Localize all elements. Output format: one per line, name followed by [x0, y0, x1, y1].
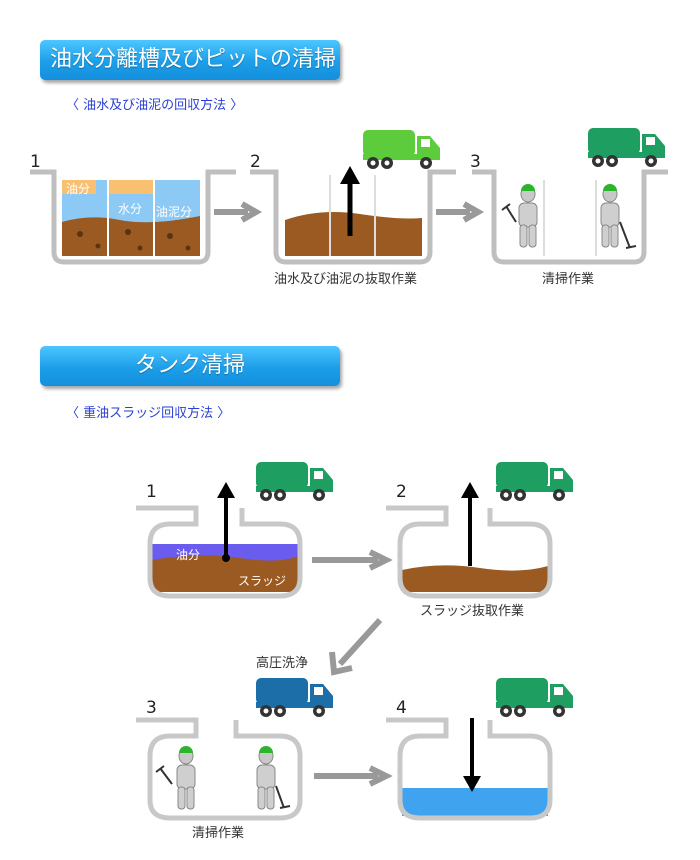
pit-3 — [472, 128, 668, 265]
oil-layer — [109, 180, 153, 194]
truck-icon — [588, 128, 665, 167]
step-caption: スラッジ抜取作業 — [420, 604, 525, 619]
worker-icon — [600, 183, 620, 248]
step-caption: 清掃作業 — [542, 272, 595, 287]
up-arrow — [340, 166, 360, 184]
step-number: 3 — [146, 698, 157, 718]
tank-1 — [136, 462, 333, 599]
water-label: 水分 — [118, 202, 143, 216]
step-number: 3 — [470, 152, 481, 172]
step-caption: 油水及び油泥の抜取作業 — [274, 272, 418, 287]
up-arrow — [461, 482, 479, 498]
truck-icon — [256, 678, 333, 717]
worker-icon — [256, 745, 276, 810]
pit-wall — [472, 169, 668, 265]
flow-arrow — [436, 201, 485, 223]
worker-icon — [176, 745, 196, 810]
pit-wall — [30, 169, 236, 265]
step-number: 1 — [30, 152, 41, 172]
water-layer — [402, 788, 548, 816]
oil-label: 油分 — [66, 182, 91, 196]
pit-wall — [250, 169, 456, 265]
truck-icon — [256, 462, 333, 501]
oil-label: 油分 — [176, 548, 201, 562]
flow-arrow — [314, 765, 393, 787]
sludge-layer — [285, 212, 422, 256]
tank-wall — [386, 505, 553, 599]
tank-4 — [386, 678, 573, 821]
oil-layer — [62, 180, 96, 194]
step-number: 4 — [396, 698, 407, 718]
pit-2 — [250, 130, 456, 265]
tank-2 — [386, 462, 573, 599]
truck-icon — [363, 130, 440, 169]
flow-arrow — [214, 201, 263, 223]
tank-wall — [136, 505, 303, 599]
transition-label: 高圧洗浄 — [256, 656, 309, 671]
section1-subtitle: 〈 油水及び油泥の回収方法 〉 — [66, 98, 244, 113]
flow-arrow — [312, 549, 393, 571]
step-number: 1 — [146, 482, 157, 502]
truck-icon — [496, 462, 573, 501]
sludge-layer — [402, 565, 548, 592]
step-number: 2 — [396, 482, 407, 502]
section2-title: タンク清掃 — [40, 346, 340, 386]
tank-wall — [136, 717, 303, 821]
tank-3 — [136, 678, 333, 821]
truck-icon — [496, 678, 573, 717]
section2-subtitle: 〈 重油スラッジ回収方法 〉 — [66, 406, 231, 421]
step-caption: 清掃作業 — [192, 826, 245, 841]
sludge-layer — [62, 216, 200, 256]
sludge-label: 油泥分 — [156, 205, 193, 219]
up-arrow — [217, 482, 235, 498]
down-arrow — [463, 776, 481, 792]
sludge-layer — [152, 555, 298, 592]
flow-arrow — [329, 617, 383, 676]
worker-icon — [518, 183, 538, 248]
pit-1 — [30, 169, 236, 265]
tank-wall — [386, 717, 553, 821]
section1-title: 油水分離槽及びピットの清掃 — [40, 40, 340, 80]
step-number: 2 — [250, 152, 261, 172]
sludge-label: スラッジ — [238, 574, 287, 588]
